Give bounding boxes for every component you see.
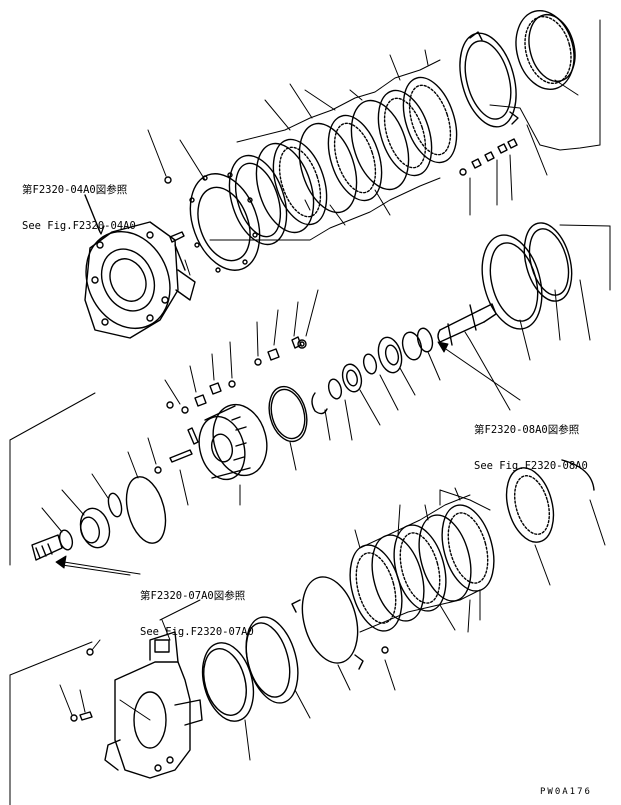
middle-right-group xyxy=(437,222,573,346)
reference-label-f2320-04a0: 第F2320-04A0図参照 See Fig.F2320-04A0 xyxy=(22,160,136,244)
leader-arrow xyxy=(96,225,105,235)
spring-parts xyxy=(459,138,518,176)
reference-jp: 第F2320-08A0図参照 xyxy=(474,424,580,436)
reference-en: See Fig.F2320-04A0 xyxy=(22,220,136,232)
end-plate-part xyxy=(459,31,519,128)
reference-jp: 第F2320-04A0図参照 xyxy=(22,184,128,196)
left-frame xyxy=(9,392,139,576)
shaft-parts xyxy=(154,327,434,481)
reference-label-f2320-08a0: 第F2320-08A0図参照 See Fig.F2320-08A0 xyxy=(474,400,588,484)
reference-leader xyxy=(439,344,521,401)
reference-jp: 第F2320-07A0図参照 xyxy=(140,590,246,602)
reference-arrow xyxy=(437,341,449,353)
leader-lines-lower xyxy=(59,487,606,761)
ring-gear-part xyxy=(515,9,576,91)
left-rings xyxy=(31,476,167,561)
leader-lines-top xyxy=(147,49,579,276)
top-group-frame xyxy=(209,19,601,241)
leader-lines-middle xyxy=(147,289,471,506)
lower-housing-part xyxy=(104,631,203,779)
reference-en: See Fig.F2320-07A0 xyxy=(140,626,254,638)
middle-right-frame xyxy=(469,224,611,411)
plate-part xyxy=(189,172,261,273)
housing-part xyxy=(84,221,196,339)
reference-en: See Fig.F2320-08A0 xyxy=(474,460,588,472)
reference-leader xyxy=(63,561,141,575)
clutch-plate-stack xyxy=(228,76,458,246)
drawing-code: PW0A176 xyxy=(540,787,592,797)
lower-frame xyxy=(9,489,491,805)
lower-bolts xyxy=(70,648,94,722)
pin-part xyxy=(169,231,185,243)
bolt-part xyxy=(164,176,172,184)
reference-label-f2320-07a0: 第F2320-07A0図参照 See Fig.F2320-07A0 xyxy=(140,566,254,650)
